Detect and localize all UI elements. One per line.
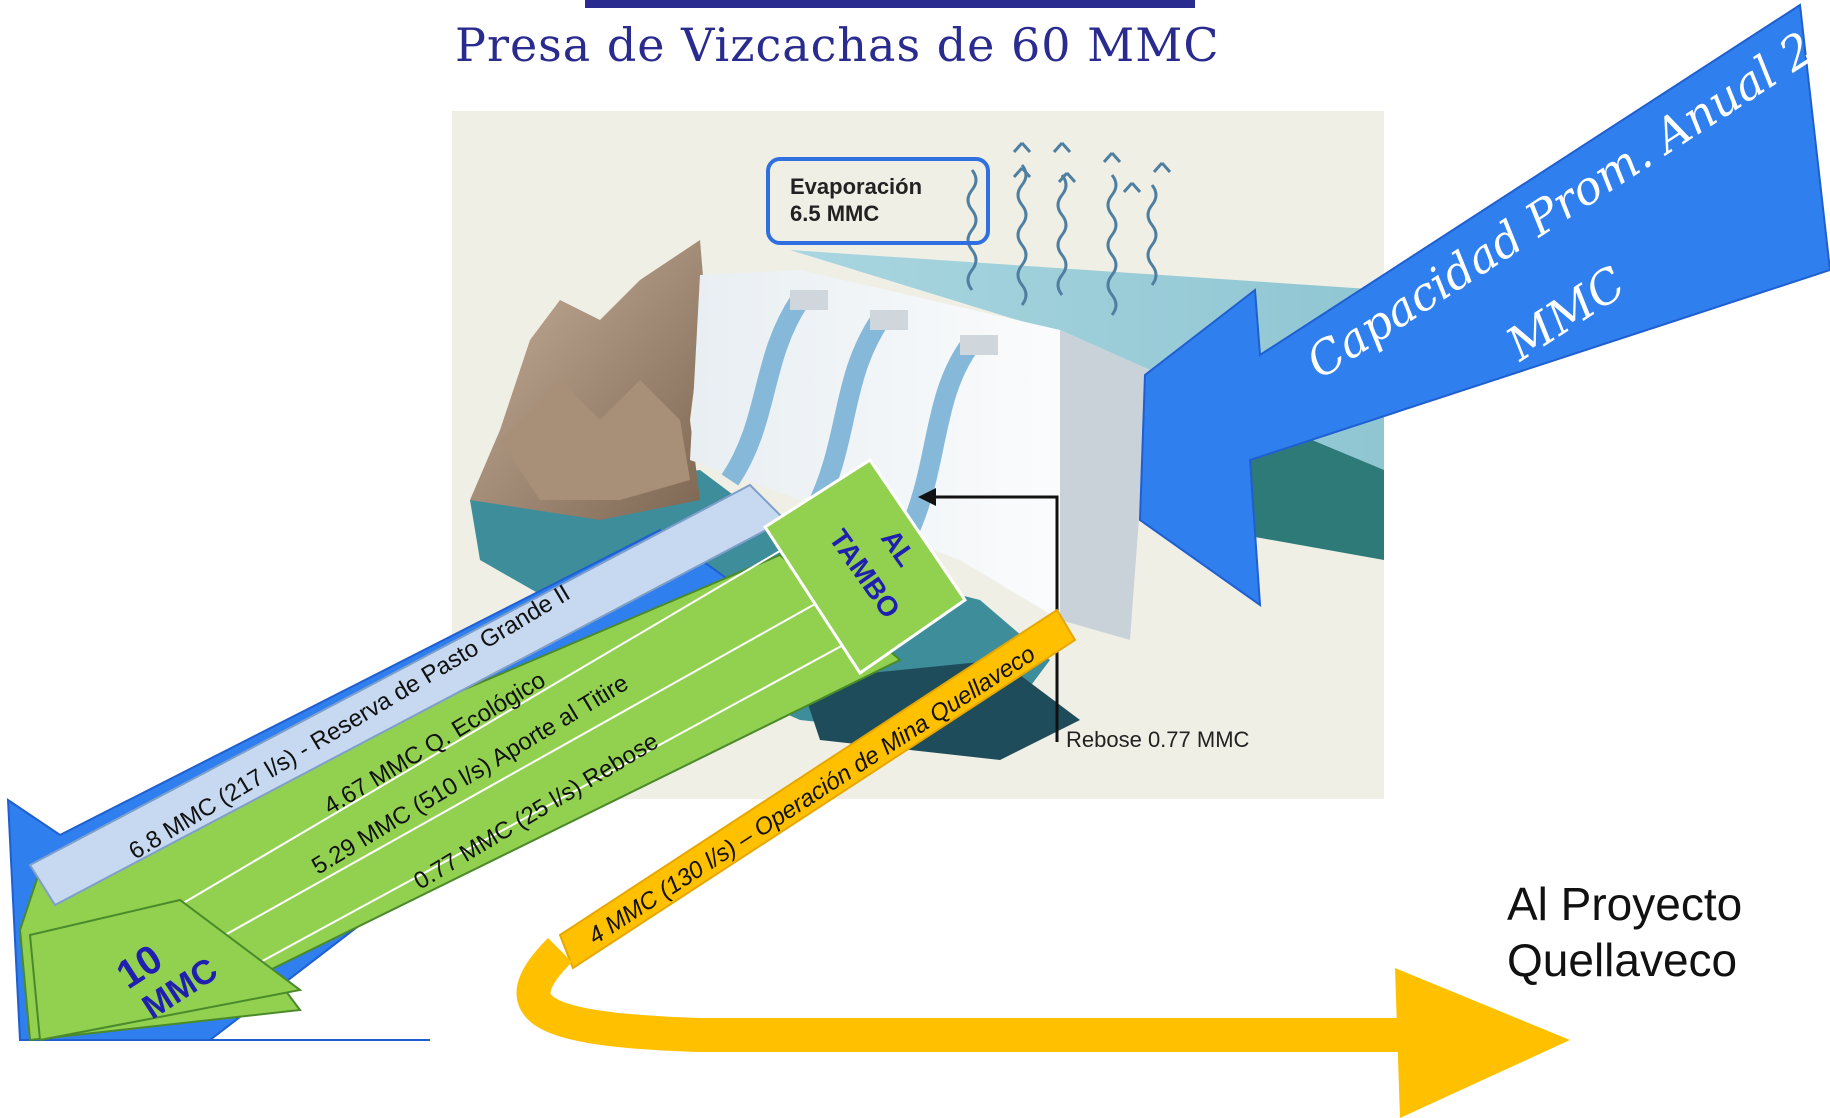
overflow-label: Rebose 0.77 MMC — [1066, 727, 1250, 752]
evaporation-callout: Evaporación 6.5 MMC — [766, 157, 990, 245]
total-block — [28, 898, 303, 1042]
spillway-cascade-1 — [721, 294, 809, 486]
destination-line1: Al Proyecto — [1507, 878, 1743, 930]
mine-band — [558, 608, 1077, 970]
evaporation-value: 6.5 MMC — [790, 201, 880, 226]
spillway-gate-3 — [960, 335, 998, 355]
rock-cliff-lower — [500, 380, 690, 500]
inflow-arrow — [1138, 3, 1830, 608]
dam-wall — [690, 270, 1150, 640]
title-underline — [585, 0, 1195, 8]
evaporation-label: Evaporación — [790, 174, 923, 199]
spillway-cascade-3 — [896, 339, 979, 545]
destination-label: Al Proyecto Quellaveco — [1507, 876, 1742, 988]
spillway-gate-1 — [790, 290, 828, 310]
evaporation-vapor — [966, 142, 1172, 316]
overflow-pointer — [918, 488, 1059, 742]
reserve-band — [28, 483, 787, 907]
tambo-box — [762, 457, 968, 676]
mine-arrowhead — [1395, 968, 1570, 1118]
mine-curve — [516, 937, 1410, 1052]
spillway-cascade-2 — [806, 314, 889, 515]
spillway-gate-2 — [870, 310, 908, 330]
outflow-dividers — [179, 544, 881, 966]
page-subtitle: Presa de Vizcachas de 60 MMC — [455, 18, 1220, 72]
dam-wall-side — [1060, 330, 1150, 640]
destination-line2: Quellaveco — [1507, 934, 1738, 986]
outflow-green-arrow — [18, 553, 902, 1042]
